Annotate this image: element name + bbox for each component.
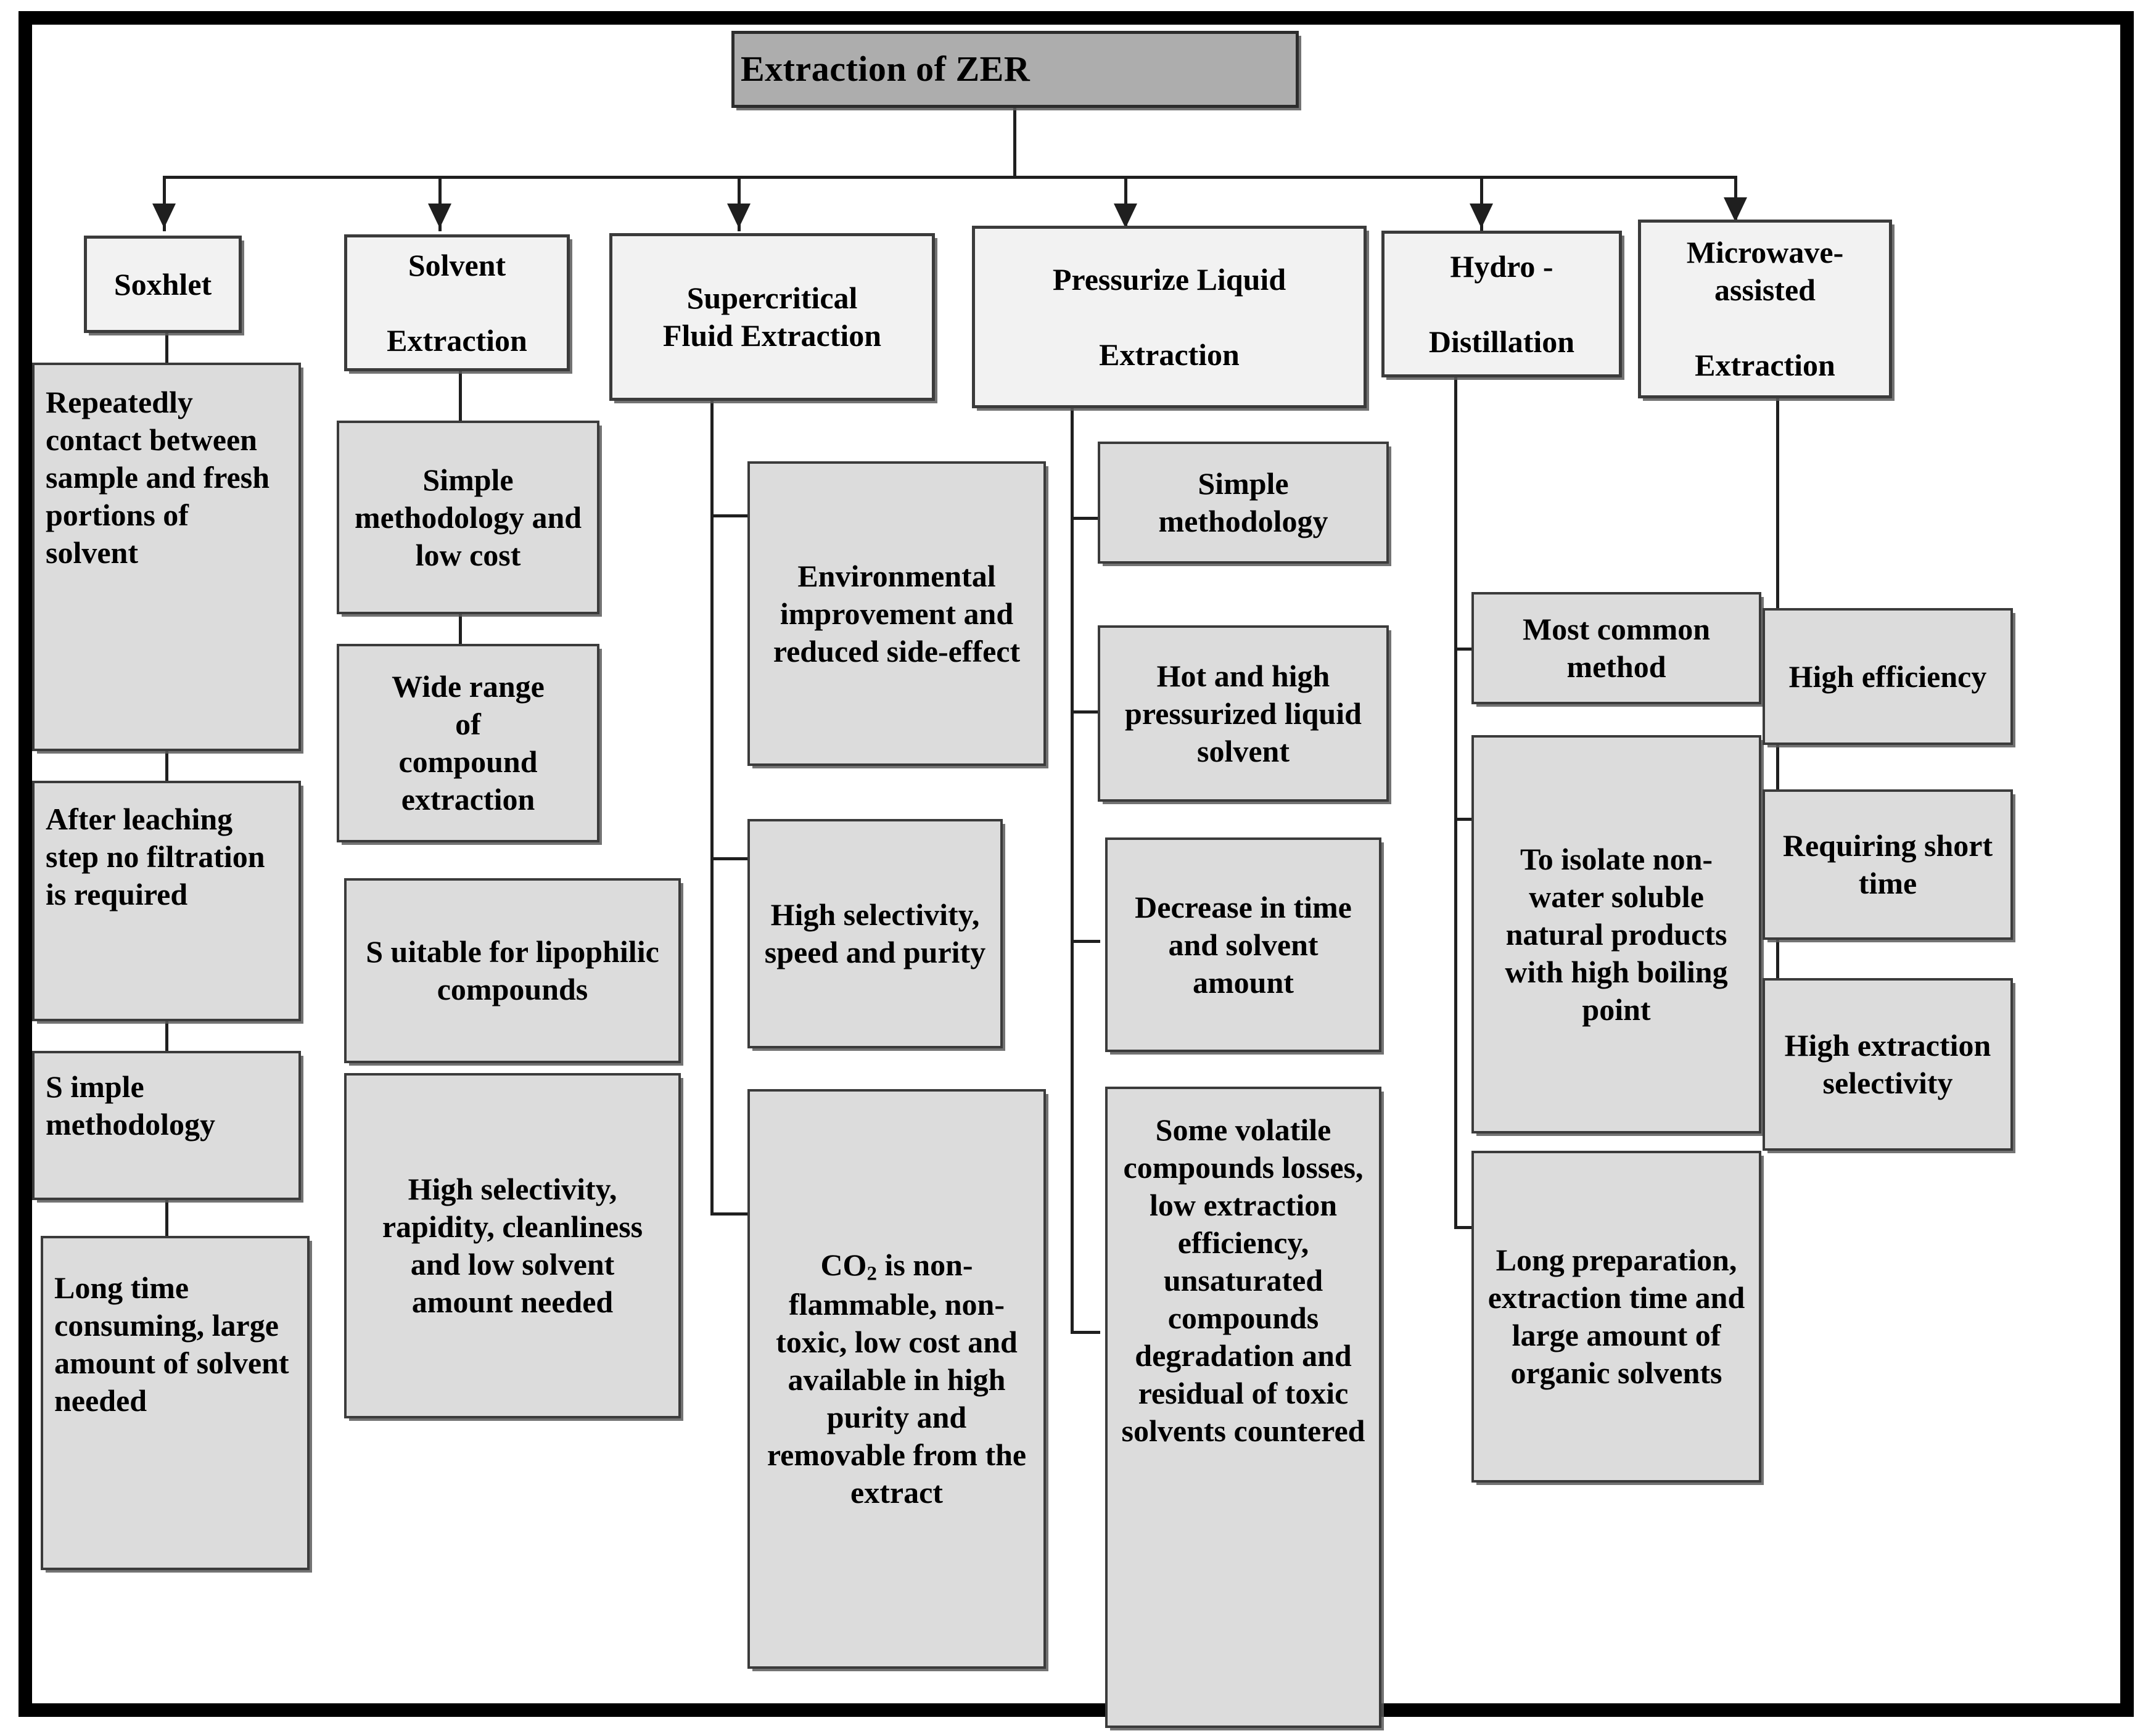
- distribution-bus-line: [163, 176, 1734, 179]
- sfe-stub-3: [710, 1212, 750, 1216]
- mae-connector-1: [1776, 398, 1779, 608]
- ple-item-1[interactable]: Simple methodology: [1098, 442, 1389, 564]
- mae-item-3[interactable]: High extraction selectivity: [1763, 978, 2013, 1151]
- category-soxhlet[interactable]: Soxhlet: [84, 236, 242, 333]
- hydro-item-3[interactable]: Long preparation, extraction time and la…: [1471, 1151, 1761, 1483]
- soxhlet-item-4-label: Long time consuming, large amount of sol…: [54, 1270, 289, 1418]
- ple-item-4-label: Some volatile compounds losses, low extr…: [1121, 1113, 1365, 1448]
- category-soxhlet-label: Soxhlet: [113, 266, 212, 302]
- solvent-extraction-item-1-label: Simple methodology and low cost: [354, 462, 582, 572]
- ple-stub-2: [1071, 710, 1100, 714]
- soxhlet-connector-2: [165, 751, 168, 781]
- branch-arrow-supercritical-fluid-extraction: [727, 204, 751, 228]
- root-stem-line: [1013, 108, 1016, 177]
- solvent-extraction-item-3[interactable]: S uitable for lipophilic compounds: [344, 878, 681, 1063]
- ple-item-2-label: Hot and high pressurized liquid solvent: [1125, 658, 1362, 768]
- ple-stub-1: [1071, 517, 1100, 520]
- ple-item-4[interactable]: Some volatile compounds losses, low extr…: [1105, 1087, 1381, 1728]
- hydro-item-3-label: Long preparation, extraction time and la…: [1487, 1243, 1745, 1390]
- soxhlet-connector-1: [165, 333, 168, 363]
- branch-arrow-solvent-extraction: [428, 204, 451, 228]
- branch-arrow-hydro-distillation: [1470, 204, 1493, 228]
- sfe-item-3[interactable]: CO2 is non-flammable, non-toxic, low cos…: [747, 1089, 1046, 1669]
- solvent-extraction-item-1[interactable]: Simple methodology and low cost: [337, 421, 599, 614]
- solvent-extraction-item-4[interactable]: High selectivity, rapidity, cleanliness …: [344, 1073, 681, 1418]
- sfe-item-1[interactable]: Environmental improvement and reduced si…: [747, 461, 1046, 766]
- soxhlet-item-2[interactable]: After leaching step no filtration is req…: [32, 781, 301, 1021]
- sfe-spine: [710, 401, 714, 1215]
- ple-stub-3: [1071, 940, 1100, 943]
- mae-item-2-label: Requiring short time: [1782, 828, 1993, 900]
- sfe-stub-1: [710, 514, 750, 517]
- sfe-stub-2: [710, 857, 750, 860]
- soxhlet-item-3[interactable]: S imple methodology: [32, 1051, 301, 1200]
- solvent-extraction-connector-1: [459, 371, 462, 421]
- ple-stub-4: [1071, 1331, 1100, 1334]
- soxhlet-item-1[interactable]: Repeatedly contact between sample and fr…: [32, 363, 301, 751]
- branch-arrow-soxhlet: [152, 204, 176, 228]
- soxhlet-connector-3: [165, 1021, 168, 1051]
- hydro-item-2-label: To isolate non-water soluble natural pro…: [1505, 841, 1728, 1027]
- soxhlet-connector-4: [165, 1200, 168, 1236]
- hydro-item-2[interactable]: To isolate non-water soluble natural pro…: [1471, 735, 1761, 1133]
- category-hydro-distillation-label: Hydro -Distillation: [1428, 249, 1575, 359]
- ple-item-3[interactable]: Decrease in time and solvent amount: [1105, 837, 1381, 1052]
- ple-item-1-label: Simple methodology: [1158, 466, 1328, 538]
- ple-spine: [1071, 408, 1074, 1333]
- solvent-extraction-connector-2: [459, 614, 462, 644]
- mae-connector-3: [1776, 940, 1779, 978]
- category-hydro-distillation[interactable]: Hydro -Distillation: [1381, 231, 1622, 377]
- sfe-item-3-label: CO2 is non-flammable, non-toxic, low cos…: [767, 1247, 1027, 1510]
- mae-item-2[interactable]: Requiring short time: [1763, 789, 2013, 940]
- soxhlet-item-1-label: Repeatedly contact between sample and fr…: [46, 385, 270, 570]
- root-node-label: Extraction of ZER: [741, 49, 1031, 89]
- mae-item-3-label: High extraction selectivity: [1784, 1028, 1991, 1100]
- sfe-item-2[interactable]: High selectivity, speed and purity: [747, 819, 1003, 1048]
- hydro-spine: [1454, 377, 1457, 1228]
- ple-item-3-label: Decrease in time and solvent amount: [1135, 889, 1352, 1000]
- sfe-item-1-label: Environmental improvement and reduced si…: [773, 558, 1021, 668]
- sfe-item-2-label: High selectivity, speed and purity: [764, 897, 986, 969]
- soxhlet-item-3-label: S imple methodology: [46, 1069, 215, 1142]
- mae-connector-2: [1776, 745, 1779, 789]
- soxhlet-item-2-label: After leaching step no filtration is req…: [46, 802, 265, 911]
- soxhlet-item-4[interactable]: Long time consuming, large amount of sol…: [41, 1236, 310, 1570]
- solvent-extraction-item-4-label: High selectivity, rapidity, cleanliness …: [382, 1172, 643, 1319]
- mae-item-1[interactable]: High efficiency: [1763, 608, 2013, 745]
- branch-arrow-microwave-assisted-extraction: [1724, 197, 1747, 222]
- root-node-extraction-of-zer[interactable]: Extraction of ZER: [731, 31, 1299, 108]
- solvent-extraction-item-3-label: S uitable for lipophilic compounds: [366, 934, 659, 1006]
- branch-arrow-pressurize-liquid-extraction: [1114, 204, 1137, 228]
- ple-item-2[interactable]: Hot and high pressurized liquid solvent: [1098, 625, 1389, 802]
- hydro-item-1-label: Most common method: [1522, 612, 1711, 684]
- mae-item-1-label: High efficiency: [1788, 659, 1987, 694]
- hydro-item-1[interactable]: Most common method: [1471, 592, 1761, 704]
